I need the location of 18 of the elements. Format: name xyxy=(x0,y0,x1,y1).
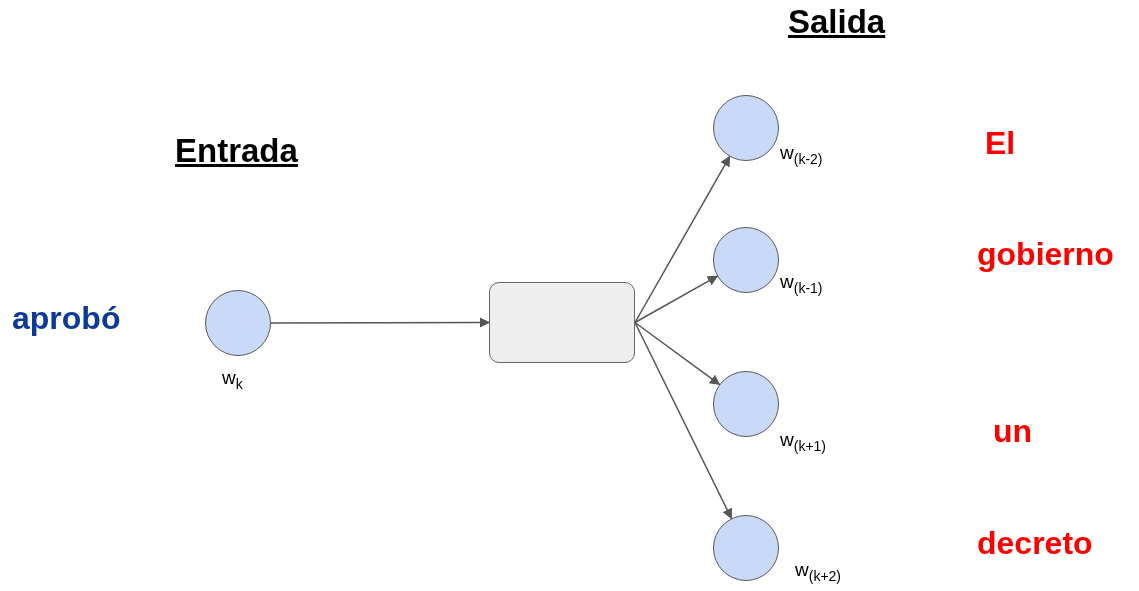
process-box xyxy=(489,282,635,363)
word-label: decreto xyxy=(977,527,1093,559)
arrow xyxy=(270,317,491,328)
variable-label: w$_{(k+2)}$ xyxy=(795,560,842,585)
word-label: gobierno xyxy=(977,238,1114,270)
variable-label: w$_{(k+1)}$ xyxy=(780,430,827,455)
arrow xyxy=(634,155,731,324)
heading: Entrada xyxy=(175,134,298,167)
word-label: aprobó xyxy=(12,302,121,334)
variable-label: w$_{(k-2)}$ xyxy=(780,143,823,168)
arrow xyxy=(634,321,721,386)
variable-label: w$_{(k-1)}$ xyxy=(780,272,823,297)
heading: Salida xyxy=(788,5,886,38)
arrow xyxy=(634,275,719,324)
arrow xyxy=(634,321,733,520)
variable-label: w$_{k}$ xyxy=(222,368,243,393)
word-label: un xyxy=(993,415,1033,447)
word-label: El xyxy=(985,127,1016,159)
